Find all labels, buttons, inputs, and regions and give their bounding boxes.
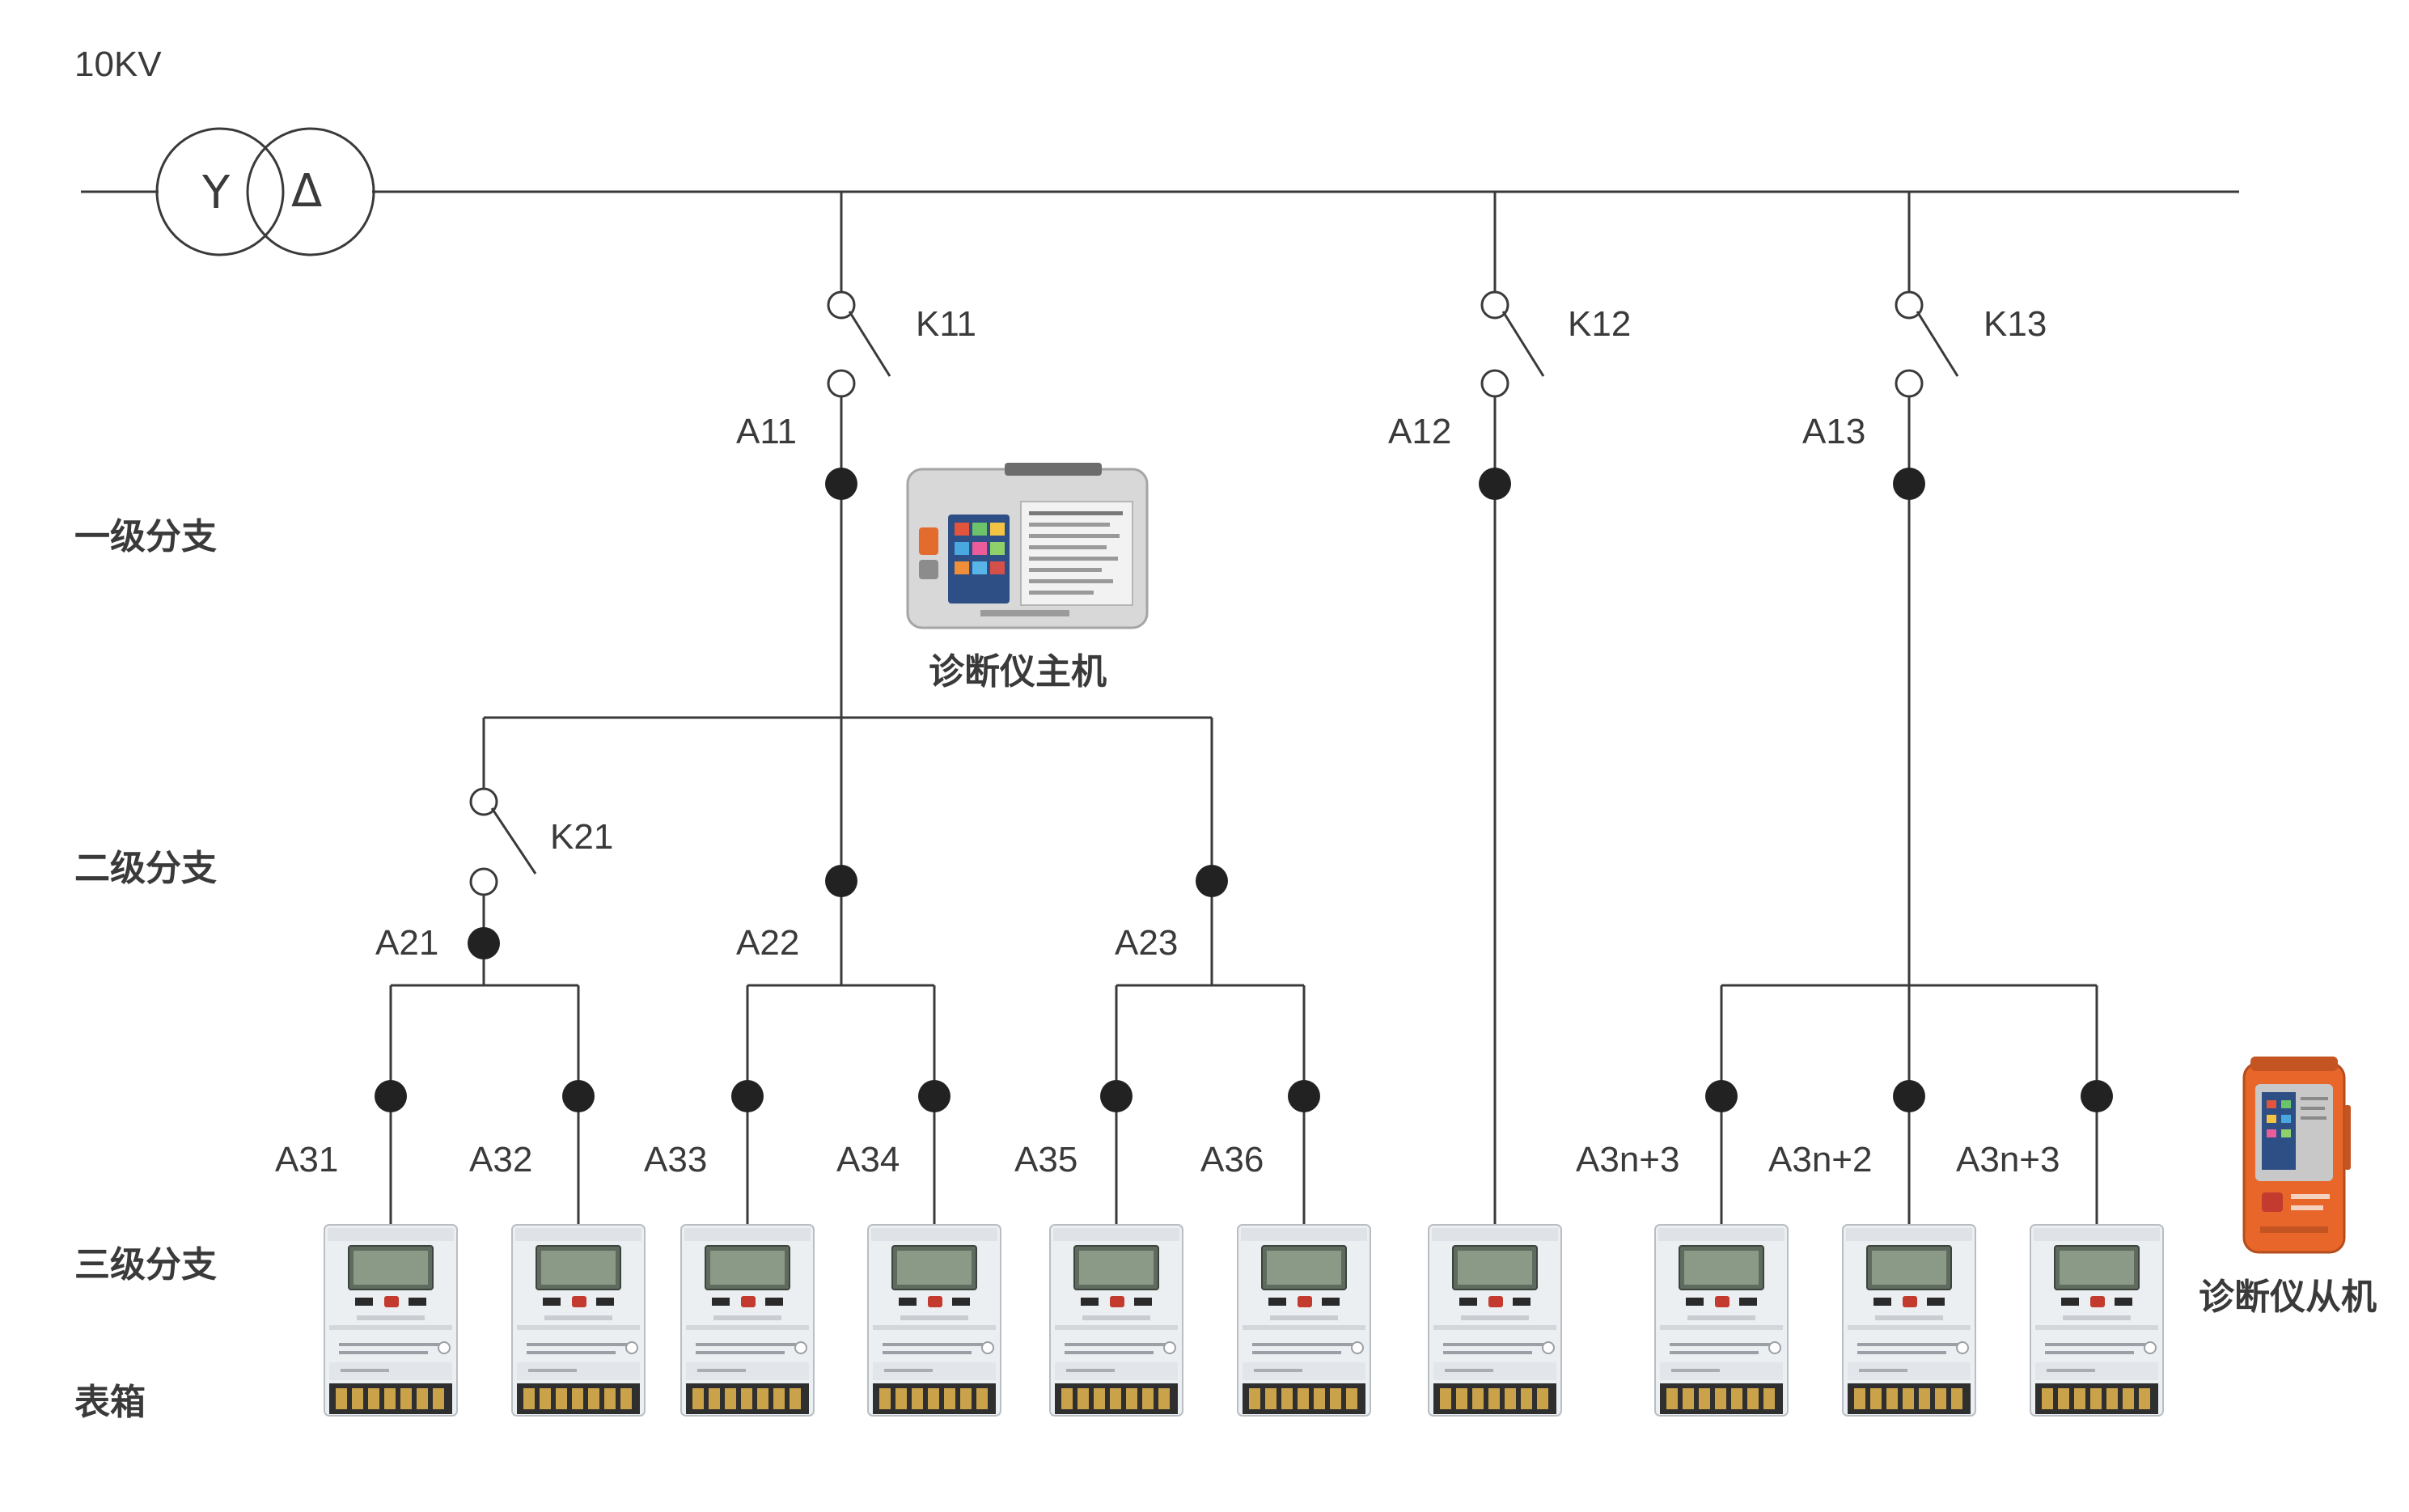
node-a36	[1288, 1080, 1320, 1112]
transformer-secondary-symbol: Δ	[291, 165, 322, 218]
node-a35-label: A35	[1014, 1140, 1077, 1180]
switch-k21-icon	[469, 787, 537, 896]
switch-k13-label: K13	[1984, 304, 2047, 344]
level3-label: 三级分支	[74, 1244, 217, 1285]
switch-k11-label: K11	[916, 304, 976, 344]
node-a13	[1893, 468, 1925, 500]
level1-label: 一级分支	[74, 516, 217, 557]
level2-label: 二级分支	[74, 848, 217, 889]
voltage-label: 10KV	[74, 44, 162, 84]
node-a11-label: A11	[736, 412, 797, 451]
handheld-diagnostic-device-icon	[2242, 1057, 2351, 1254]
switch-k13-icon	[1895, 290, 1959, 398]
node-a3n2	[1893, 1080, 1925, 1112]
electric-meter-icon	[1049, 1224, 1183, 1417]
switch-k21-label: K21	[550, 817, 613, 857]
node-a21-label: A21	[375, 923, 438, 963]
electric-meter-icon	[867, 1224, 1001, 1417]
node-a33-label: A33	[644, 1140, 707, 1180]
node-a3n1-label: A3n+3	[1576, 1140, 1679, 1180]
node-a12	[1479, 468, 1511, 500]
electric-meter-icon	[324, 1224, 458, 1417]
electric-meter-icon	[680, 1224, 815, 1417]
node-a31-label: A31	[275, 1140, 338, 1180]
node-a36-label: A36	[1200, 1140, 1264, 1180]
electric-meter-icon	[1654, 1224, 1789, 1417]
node-a23	[1196, 865, 1228, 897]
node-a22	[825, 865, 857, 897]
transformer-primary-symbol: Y	[201, 167, 231, 219]
transformer-icon: Y Δ	[155, 127, 375, 256]
switch-k12-label: K12	[1568, 304, 1631, 344]
node-a32	[562, 1080, 595, 1112]
electric-meter-icon	[1428, 1224, 1562, 1417]
node-a13-label: A13	[1802, 412, 1865, 451]
node-a34-label: A34	[836, 1140, 900, 1180]
electric-meter-icon	[1842, 1224, 1976, 1417]
node-a3n3-label: A3n+3	[1956, 1140, 2060, 1180]
node-a35	[1100, 1080, 1133, 1112]
node-a3n2-label: A3n+2	[1768, 1140, 1872, 1180]
switch-k12-icon	[1480, 290, 1545, 398]
meter-box-label: 表箱	[74, 1382, 146, 1423]
node-a32-label: A32	[469, 1140, 532, 1180]
slave-device-caption: 诊断仪从机	[2199, 1277, 2377, 1318]
node-a11	[825, 468, 857, 500]
node-a23-label: A23	[1115, 923, 1178, 963]
node-a22-label: A22	[736, 923, 799, 963]
master-diagnostic-device-icon	[906, 463, 1149, 629]
switch-k11-icon	[827, 290, 891, 398]
node-a33	[731, 1080, 764, 1112]
electric-meter-icon	[1237, 1224, 1371, 1417]
node-a21	[468, 927, 500, 959]
node-a3n1	[1705, 1080, 1738, 1112]
node-a3n3	[2081, 1080, 2113, 1112]
node-a12-label: A12	[1388, 412, 1451, 451]
master-device-caption: 诊断仪主机	[929, 651, 1107, 692]
node-a34	[918, 1080, 950, 1112]
electric-meter-icon	[2030, 1224, 2164, 1417]
electric-meter-icon	[511, 1224, 646, 1417]
node-a31	[375, 1080, 407, 1112]
